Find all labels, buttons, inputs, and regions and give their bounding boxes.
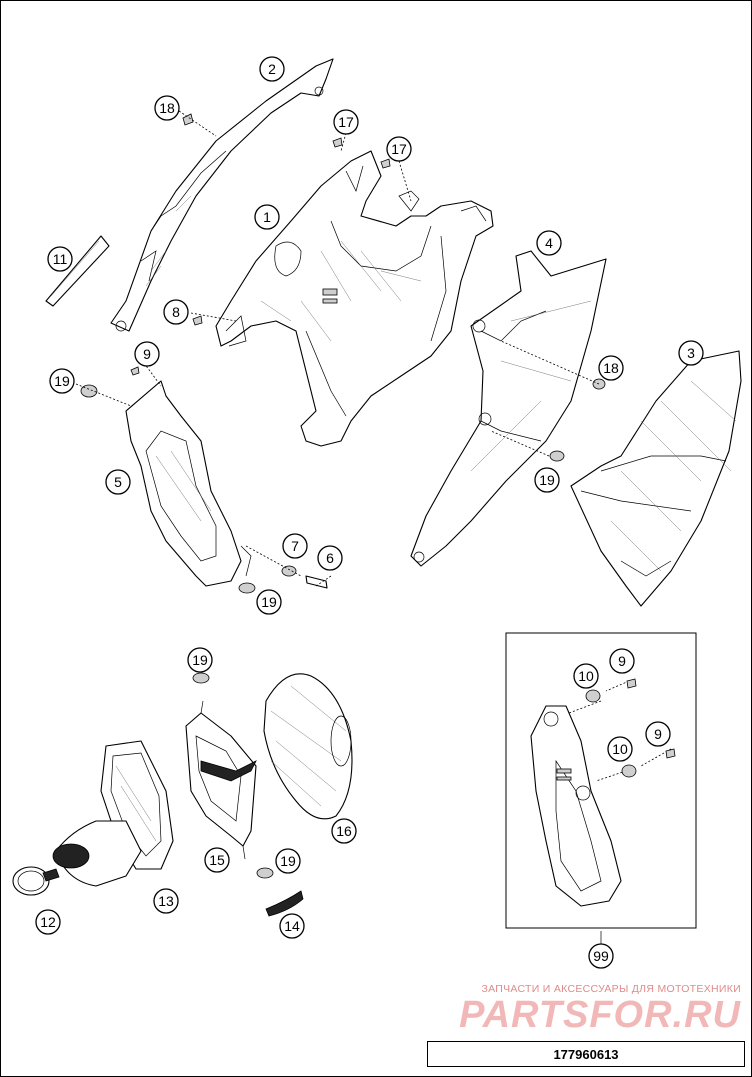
part-5-frame [125, 380, 252, 587]
svg-text:16: 16 [336, 823, 352, 839]
svg-text:3: 3 [687, 345, 695, 361]
part-1-airbox [215, 150, 494, 447]
part-11-sticker [45, 235, 110, 307]
svg-text:17: 17 [391, 141, 407, 157]
callout-9: 9 [645, 721, 671, 747]
part-15-filter-frame [185, 700, 257, 860]
callout-8: 8 [163, 299, 189, 325]
callout-10: 10 [573, 663, 599, 689]
svg-text:15: 15 [209, 852, 225, 868]
callout-1: 1 [254, 204, 280, 230]
svg-text:1: 1 [263, 209, 271, 225]
part-3-number-plate [570, 350, 742, 607]
part-2-side-strip [110, 58, 334, 332]
svg-text:9: 9 [618, 653, 626, 669]
svg-text:14: 14 [284, 918, 300, 934]
leader-lines [75, 110, 672, 782]
svg-text:99: 99 [593, 948, 609, 964]
svg-text:11: 11 [53, 251, 68, 267]
svg-text:19: 19 [280, 853, 296, 869]
callout-18: 18 [598, 355, 624, 381]
part-4-right-panel [410, 250, 607, 567]
svg-text:19: 19 [539, 472, 555, 488]
callout-17: 17 [333, 109, 359, 135]
callout-16: 16 [331, 818, 357, 844]
callout-10: 10 [607, 736, 633, 762]
watermark-brand: PARTSFOR.RU [459, 994, 741, 1036]
callout-3: 3 [678, 340, 704, 366]
part-14-clip [265, 890, 304, 917]
svg-text:19: 19 [192, 652, 208, 668]
document-number: 177960613 [427, 1041, 745, 1067]
callout-99: 99 [588, 943, 614, 969]
watermark-subtitle: ЗАПЧАСТИ И АКСЕССУАРЫ ДЛЯ МОТОТЕХНИКИ [481, 983, 741, 995]
callout-13: 13 [153, 888, 179, 914]
svg-text:19: 19 [54, 373, 70, 389]
part-6-7-bolt-washer [281, 565, 328, 589]
part-99-inset [505, 632, 697, 946]
callout-11: 11 [47, 246, 73, 272]
callout-19: 19 [187, 647, 213, 673]
callout-15: 15 [204, 847, 230, 873]
svg-text:10: 10 [612, 741, 628, 757]
callout-12: 12 [35, 909, 61, 935]
callout-19: 19 [256, 589, 282, 615]
svg-text:8: 8 [172, 304, 180, 320]
callout-5: 5 [105, 469, 131, 495]
callout-19: 19 [534, 467, 560, 493]
callout-9: 9 [609, 648, 635, 674]
callout-7: 7 [282, 533, 308, 559]
svg-text:19: 19 [261, 594, 277, 610]
svg-text:18: 18 [159, 100, 175, 116]
callout-9: 9 [134, 341, 160, 367]
callout-2: 2 [259, 56, 285, 82]
callout-6: 6 [317, 545, 343, 571]
part-16-filter-cover [263, 673, 353, 820]
svg-text:4: 4 [545, 235, 553, 251]
part-13-air-boot [52, 740, 174, 887]
part-12-clamp [12, 866, 60, 896]
svg-text:18: 18 [603, 360, 619, 376]
svg-text:10: 10 [578, 668, 594, 684]
callout-18: 18 [154, 95, 180, 121]
svg-text:17: 17 [338, 114, 354, 130]
svg-text:9: 9 [143, 346, 151, 362]
callout-19: 19 [275, 848, 301, 874]
callout-17: 17 [386, 136, 412, 162]
svg-text:13: 13 [158, 893, 174, 909]
svg-text:6: 6 [326, 550, 334, 566]
callout-19: 19 [49, 368, 75, 394]
svg-text:12: 12 [40, 914, 56, 930]
svg-text:9: 9 [654, 726, 662, 742]
svg-text:7: 7 [291, 538, 299, 554]
svg-text:2: 2 [268, 61, 276, 77]
callout-4: 4 [536, 230, 562, 256]
callout-14: 14 [279, 913, 305, 939]
svg-text:5: 5 [114, 474, 122, 490]
